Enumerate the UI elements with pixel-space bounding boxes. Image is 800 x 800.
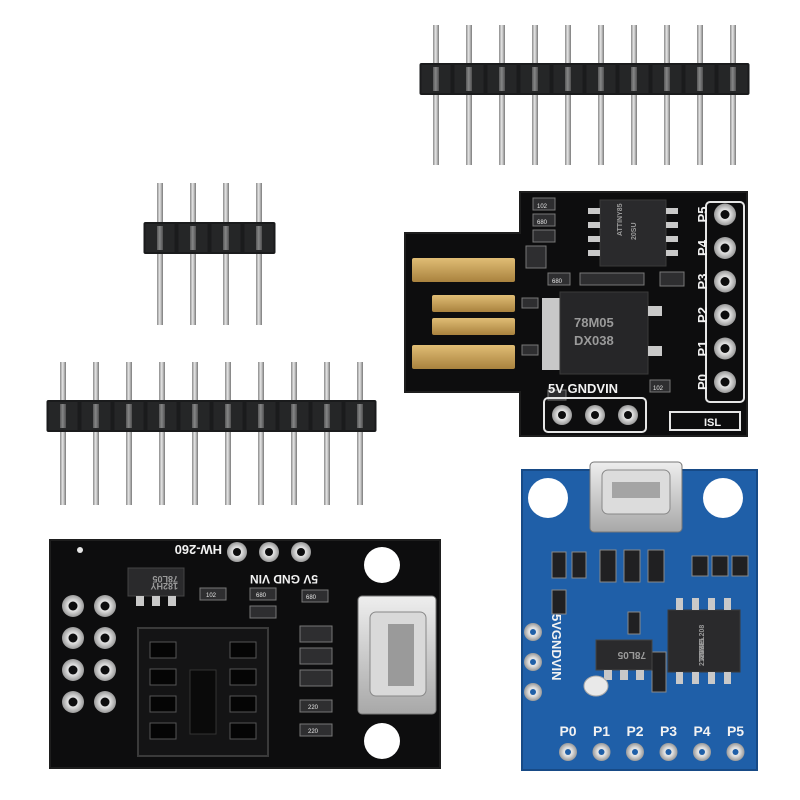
regulator-text-1: 78M05 bbox=[574, 315, 614, 330]
78l05-regulator: 78L05 182HY bbox=[127, 567, 185, 606]
pin-label: P0 bbox=[559, 723, 576, 739]
pin-label: P1 bbox=[695, 341, 710, 357]
hw260-resistor-code-4: 220 bbox=[308, 729, 319, 735]
pin-header-4 bbox=[143, 183, 276, 325]
blue-mcu-text-3: 2125SI bbox=[699, 644, 706, 666]
hw260-power-label: 5V GND VIN bbox=[250, 572, 318, 586]
blue-power-label: 5VGNDVIN bbox=[549, 614, 564, 680]
blue-smd-components bbox=[551, 549, 749, 693]
hw260-regulator-text-1: 78L05 bbox=[152, 574, 178, 584]
pin-label: P4 bbox=[695, 239, 710, 256]
mounting-hole-top bbox=[364, 547, 400, 583]
blue-power-pads bbox=[524, 623, 542, 701]
header-pin bbox=[357, 362, 363, 505]
resistor-code-4: 102 bbox=[653, 386, 664, 392]
blue-mcu-text-1: ATMEL208 bbox=[699, 625, 706, 660]
blue-mounting-hole-right bbox=[703, 478, 743, 518]
blue-mounting-hole-left bbox=[528, 478, 568, 518]
header-pin bbox=[258, 362, 264, 505]
hw260-board: HW-260 5V GND VIN 78L05 182HY bbox=[49, 539, 441, 769]
hw260-pad-grid bbox=[62, 595, 116, 713]
blue-pin-labels: P0 P1 P2 P3 P4 P5 bbox=[559, 723, 744, 739]
hw260-power-pads bbox=[227, 542, 311, 562]
mounting-hole-bottom bbox=[364, 723, 400, 759]
pin-label: P3 bbox=[660, 723, 677, 739]
usb-stick-power-pads bbox=[552, 405, 638, 425]
header-pin bbox=[324, 362, 330, 505]
socket-slot bbox=[149, 668, 177, 686]
dip8-socket bbox=[137, 627, 269, 757]
header-pin bbox=[126, 362, 132, 505]
socket-slot bbox=[229, 641, 257, 659]
mcu-text-2: 20SU bbox=[631, 222, 638, 240]
blue-mcu-text-2: TINY85 bbox=[699, 638, 706, 662]
socket-slot bbox=[229, 668, 257, 686]
pin-label: P5 bbox=[695, 207, 710, 223]
mcu-text-1: ATTINY85 bbox=[617, 203, 624, 236]
pin-header-10-top bbox=[419, 25, 750, 165]
usb-stick-pin-pads bbox=[714, 203, 736, 393]
header-pin bbox=[192, 362, 198, 505]
pin-label: P2 bbox=[695, 307, 710, 323]
header-pin bbox=[225, 362, 231, 505]
regulator-text-2: DX038 bbox=[574, 333, 614, 348]
micro-usb-board: 78L05 ATMEL208 TINY85 2125SI 5VGNDVIN P0… bbox=[521, 461, 758, 771]
resistor-code-3: 680 bbox=[552, 279, 563, 285]
header-pin bbox=[60, 362, 66, 505]
usb-stick-pin-labels: P0 P1 P2 P3 P4 P5 bbox=[695, 207, 710, 390]
78m05-regulator: 78M05 DX038 bbox=[542, 291, 662, 375]
pin-label: P4 bbox=[693, 723, 710, 739]
hw260-smd-components bbox=[199, 587, 333, 737]
micro-usb-port bbox=[589, 461, 683, 533]
blue-attiny85-chip: ATMEL208 TINY85 2125SI bbox=[667, 598, 741, 684]
usb-gold-contacts bbox=[412, 258, 515, 369]
socket-slot bbox=[149, 722, 177, 740]
hw260-micro-usb-port bbox=[357, 595, 437, 715]
socket-slot bbox=[229, 695, 257, 713]
resistor-code-2: 680 bbox=[537, 220, 548, 226]
smd-components bbox=[521, 197, 685, 401]
pin-label: P1 bbox=[593, 723, 610, 739]
attiny85-chip: ATTINY85 20SU bbox=[588, 199, 678, 267]
usb-stick-corner-text: ISL bbox=[704, 417, 721, 429]
header-pin bbox=[93, 362, 99, 505]
pin-header-10-left bbox=[46, 362, 377, 505]
hw260-resistor-code-2: 680 bbox=[256, 593, 267, 599]
socket-slot bbox=[149, 641, 177, 659]
header-pin bbox=[291, 362, 297, 505]
usb-stick-power-label: 5V GNDVIN bbox=[548, 381, 618, 396]
pin-label: P5 bbox=[727, 723, 744, 739]
pin-label: P0 bbox=[695, 374, 710, 390]
blue-pin-pads bbox=[559, 743, 745, 761]
socket-slot bbox=[149, 695, 177, 713]
blue-regulator-text: 78L05 bbox=[617, 649, 646, 660]
blue-78l05-regulator: 78L05 bbox=[595, 639, 653, 680]
hw260-resistor-code-3: 220 bbox=[308, 705, 319, 711]
header-pin bbox=[159, 362, 165, 505]
resistor-code-1: 102 bbox=[537, 204, 548, 210]
socket-slot bbox=[229, 722, 257, 740]
hw260-resistor-code-5: 680 bbox=[306, 595, 317, 601]
hw260-board-label: HW-260 bbox=[175, 542, 222, 557]
usb-stick-board: ATTINY85 20SU 78M05 DX038 102 680 680 10… bbox=[404, 191, 748, 437]
hw260-resistor-code-1: 102 bbox=[206, 593, 217, 599]
pin-label: P2 bbox=[626, 723, 643, 739]
hw260-regulator-text-2: 182HY bbox=[150, 581, 178, 591]
pin-label: P3 bbox=[695, 274, 710, 290]
